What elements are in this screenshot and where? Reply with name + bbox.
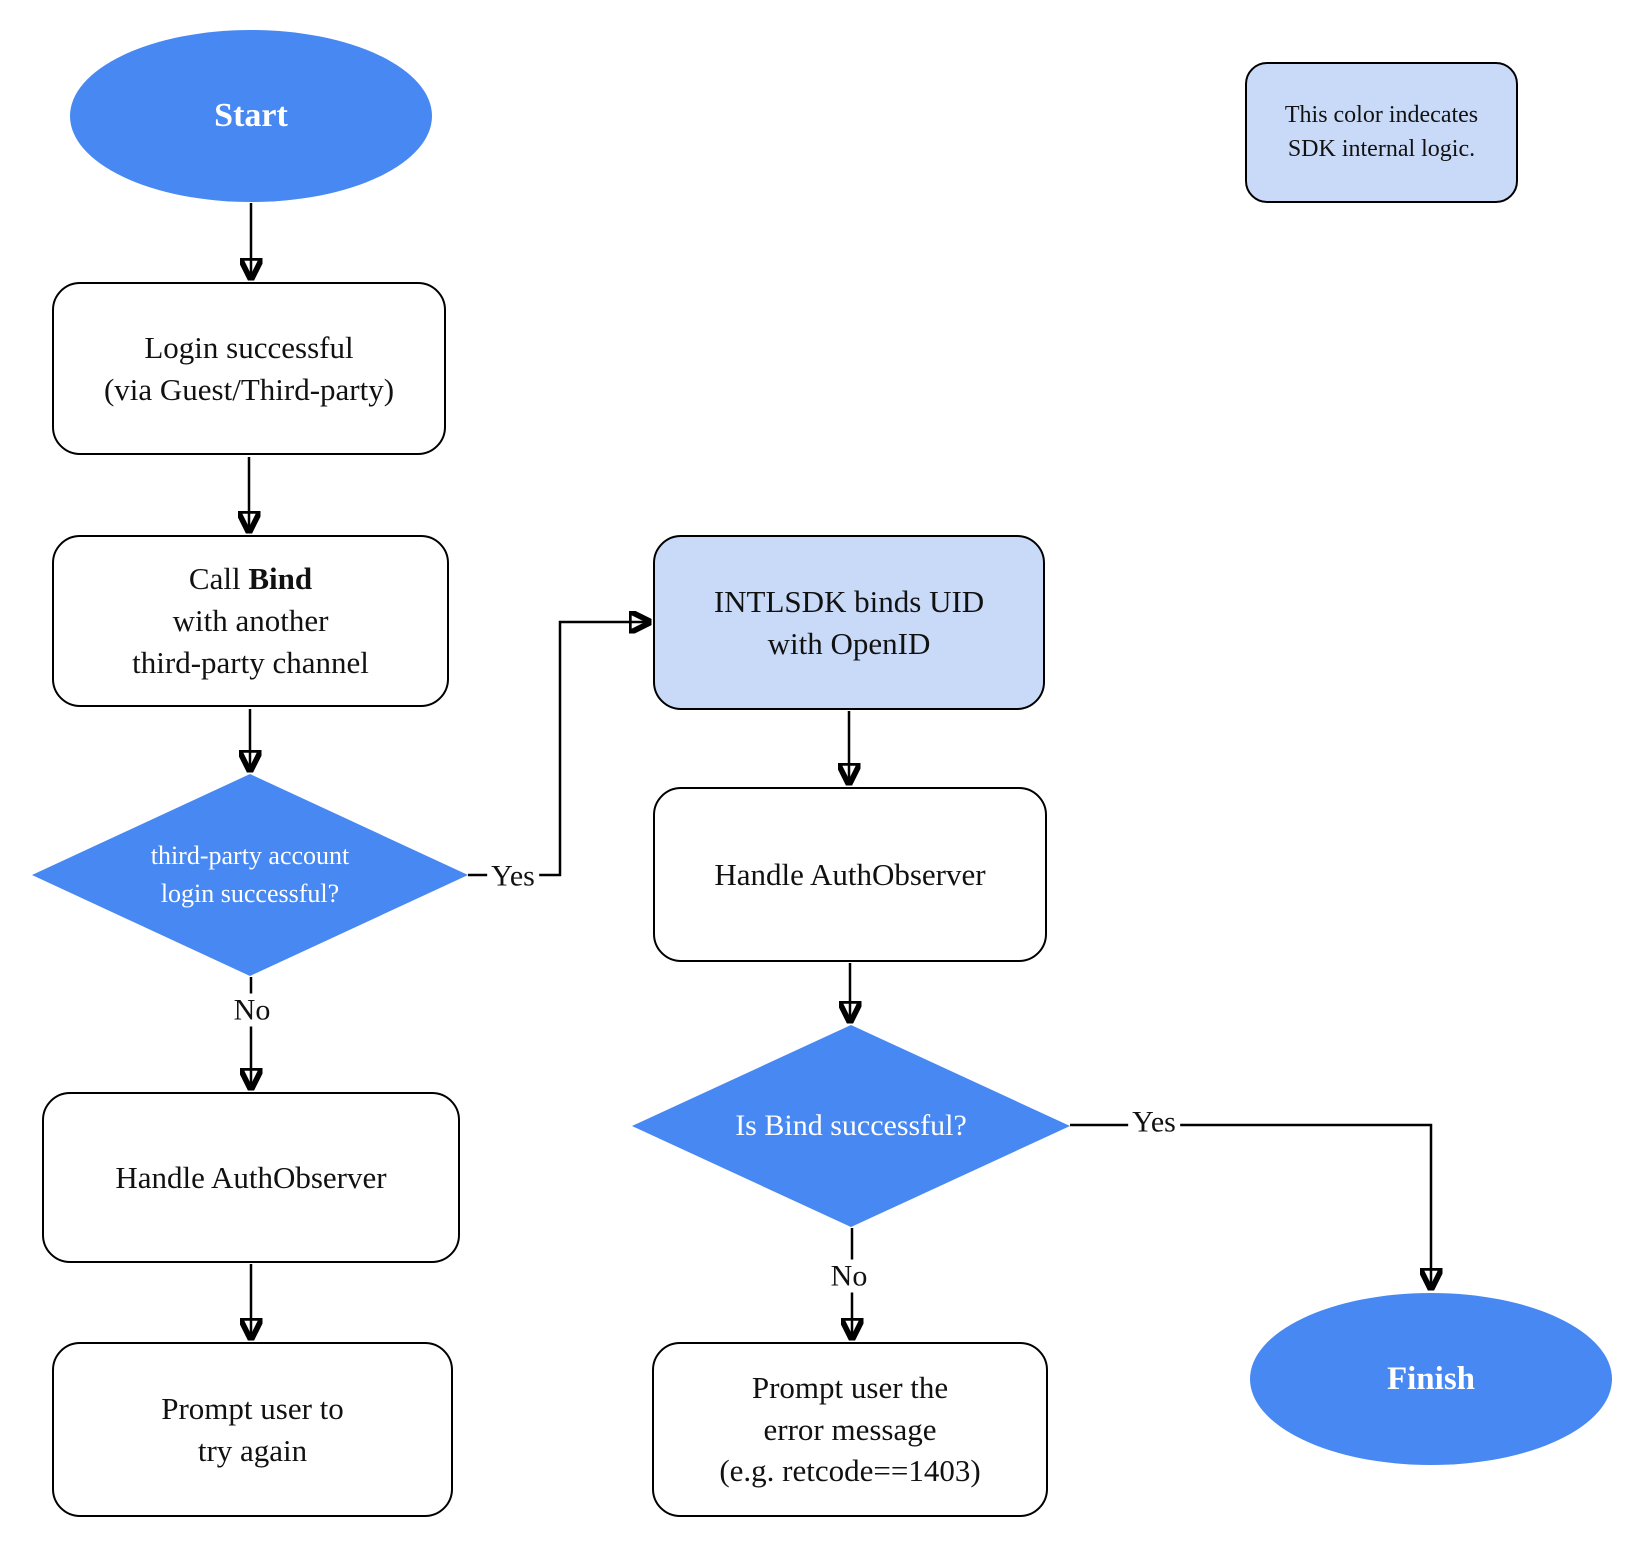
prompt-error-label: Prompt user the error message (e.g. retc… — [719, 1369, 981, 1489]
handle-authobserver-mid-node: Handle AuthObserver — [653, 787, 1047, 962]
intlsdk-binds-label: INTLSDK binds UID with OpenID — [713, 583, 985, 661]
prompt-try-again-node: Prompt user to try again — [52, 1342, 453, 1517]
connector-decision1-yes-to-intlsdk — [468, 622, 648, 877]
handle-authobserver-mid-label: Handle AuthObserver — [714, 856, 986, 892]
is-bind-decision-label: Is Bind successful? — [735, 1108, 967, 1142]
prompt-try-again-label: Prompt user to try again — [161, 1390, 344, 1468]
handle-authobserver-left-label: Handle AuthObserver — [115, 1159, 387, 1195]
finish-node: Finish — [1250, 1293, 1612, 1465]
legend-text: This color indecates SDK internal logic. — [1284, 102, 1479, 162]
handle-authobserver-left-node: Handle AuthObserver — [42, 1092, 460, 1263]
legend-sdk-internal-logic: This color indecates SDK internal logic. — [1245, 62, 1518, 203]
call-bind-node: Call Bind with another third-party chann… — [52, 535, 449, 707]
finish-label: Finish — [1386, 1360, 1476, 1397]
login-successful-node: Login successful (via Guest/Third-party) — [52, 282, 446, 455]
edge-label-yes-2: Yes — [1128, 1105, 1180, 1139]
edge-label-no-2: No — [826, 1259, 872, 1293]
login-successful-label: Login successful (via Guest/Third-party) — [103, 329, 395, 407]
edge-label-no-1: No — [229, 993, 275, 1027]
intlsdk-binds-node: INTLSDK binds UID with OpenID — [653, 535, 1045, 710]
start-node: Start — [70, 30, 432, 202]
edge-label-yes-1: Yes — [487, 859, 539, 893]
connector-decision2-yes-to-finish — [1070, 1123, 1431, 1287]
third-party-login-decision-label: third-party account login successful? — [150, 841, 350, 908]
third-party-login-decision: third-party account login successful? — [32, 774, 468, 976]
is-bind-decision: Is Bind successful? — [632, 1025, 1070, 1227]
start-label: Start — [214, 97, 288, 135]
prompt-error-node: Prompt user the error message (e.g. retc… — [652, 1342, 1048, 1517]
call-bind-label: Call Bind with another third-party chann… — [132, 561, 369, 680]
